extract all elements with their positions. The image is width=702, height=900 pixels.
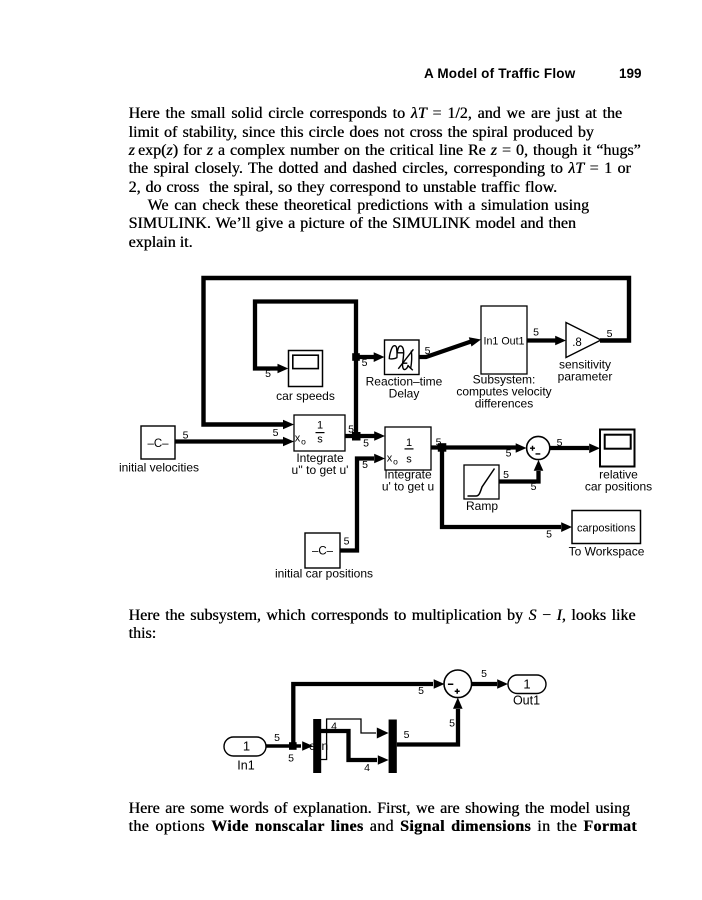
- svg-text:5: 5: [531, 481, 537, 493]
- svg-text:5: 5: [506, 448, 512, 460]
- svg-text:5: 5: [348, 424, 354, 436]
- svg-text:In1 Out1: In1 Out1: [484, 336, 525, 348]
- svg-text:1: 1: [406, 437, 412, 449]
- svg-text:5: 5: [481, 668, 487, 680]
- svg-text:5: 5: [607, 328, 613, 340]
- svg-text:5: 5: [425, 345, 431, 357]
- svg-text:5: 5: [533, 327, 539, 339]
- svg-text:5: 5: [273, 427, 279, 439]
- svg-text:Ramp: Ramp: [466, 499, 498, 513]
- svg-text:Delay: Delay: [389, 386, 420, 400]
- svg-text:Integrate: Integrate: [296, 451, 344, 465]
- svg-text:To Workspace: To Workspace: [569, 545, 645, 559]
- svg-text:5: 5: [436, 437, 442, 449]
- svg-text:–C–: –C–: [147, 438, 169, 450]
- svg-text:sensitivity: sensitivity: [559, 357, 611, 371]
- svg-text:.8: .8: [572, 337, 582, 349]
- svg-text:x: x: [295, 433, 301, 445]
- svg-text:5: 5: [363, 438, 369, 450]
- svg-text:carpositions: carpositions: [577, 522, 636, 534]
- svg-text:5: 5: [362, 357, 368, 369]
- svg-text:5: 5: [449, 718, 455, 730]
- svg-text:car positions: car positions: [585, 480, 652, 494]
- svg-text:5: 5: [274, 732, 280, 744]
- svg-text:s: s: [406, 454, 412, 466]
- svg-text:u' to get u: u' to get u: [382, 480, 434, 494]
- svg-text:1: 1: [243, 739, 250, 754]
- svg-text:differences: differences: [475, 397, 533, 411]
- svg-text:5: 5: [288, 753, 294, 765]
- svg-text:initial car positions: initial car positions: [275, 567, 373, 581]
- svg-text:5: 5: [557, 437, 563, 449]
- svg-text:–C–: –C–: [312, 546, 334, 558]
- svg-text:5: 5: [503, 469, 509, 481]
- svg-text:n: n: [322, 739, 329, 753]
- svg-text:car speeds: car speeds: [276, 389, 335, 403]
- svg-text:initial velocities: initial velocities: [119, 461, 199, 475]
- svg-text:Integrate: Integrate: [384, 468, 432, 482]
- svg-text:5: 5: [183, 430, 189, 442]
- svg-text:1: 1: [317, 420, 323, 432]
- svg-text:5: 5: [546, 529, 552, 541]
- svg-text:o: o: [301, 437, 306, 447]
- svg-text:5: 5: [344, 536, 350, 548]
- svg-text:s: s: [317, 434, 323, 446]
- svg-text:4: 4: [364, 762, 370, 774]
- svg-text:5: 5: [265, 368, 271, 380]
- svg-text:1: 1: [523, 677, 530, 692]
- svg-text:parameter: parameter: [558, 369, 613, 383]
- svg-text:Subsystem:: Subsystem:: [473, 373, 536, 387]
- svg-text:relative: relative: [599, 468, 638, 482]
- svg-text:5: 5: [404, 729, 410, 741]
- svg-text:computes velocity: computes velocity: [456, 385, 551, 399]
- svg-text:Reaction–time: Reaction–time: [366, 374, 443, 388]
- svg-text:5: 5: [418, 685, 424, 697]
- svg-text:5: 5: [362, 459, 368, 471]
- svg-text:x: x: [387, 453, 393, 465]
- svg-text:u'' to get u': u'' to get u': [292, 463, 349, 477]
- svg-text:Out1: Out1: [513, 694, 540, 708]
- svg-text:o: o: [393, 457, 398, 467]
- svg-text:4: 4: [331, 720, 337, 732]
- svg-text:e: e: [309, 739, 316, 753]
- svg-text:In1: In1: [237, 759, 254, 773]
